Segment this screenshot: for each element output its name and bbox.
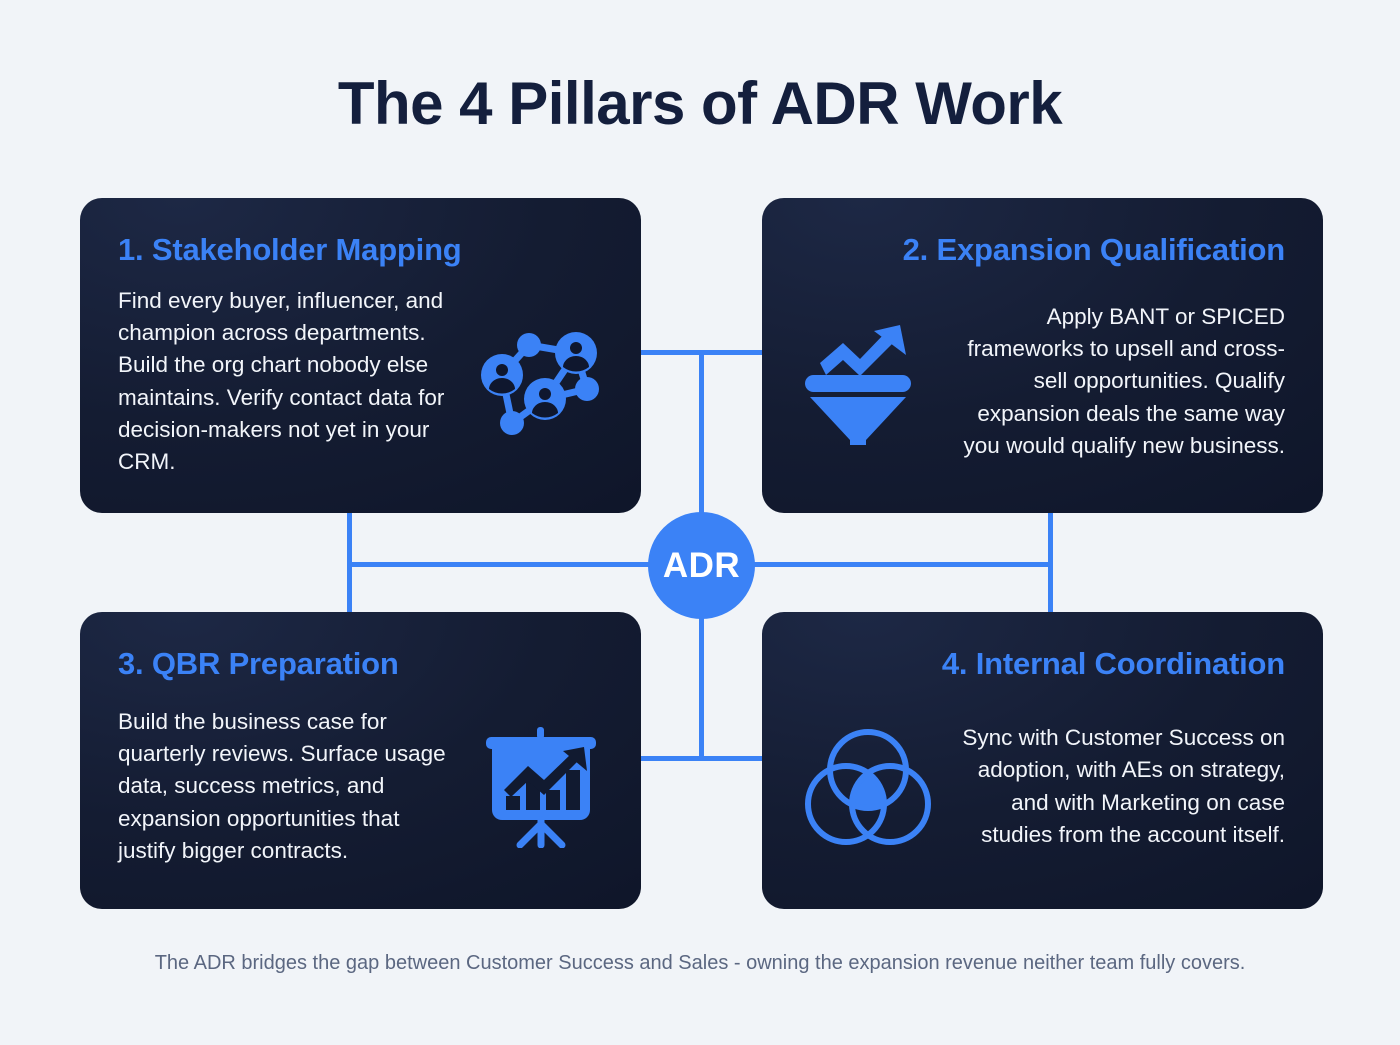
pillar-body: Apply BANT or SPICED frameworks to upsel… [800,284,1285,479]
connector-right-horizontal [745,562,1053,567]
connector-top-vertical [699,350,704,515]
center-hub: ADR [648,512,755,619]
pillar-card-internal-coordination[interactable]: 4. Internal Coordination [762,612,1323,909]
pillar-body: Sync with Customer Success on adoption, … [800,698,1285,875]
pillar-description: Apply BANT or SPICED frameworks to upsel… [963,304,1285,458]
center-hub-label: ADR [662,545,741,585]
funnel-growth-icon [792,319,924,445]
pillar-title: 2. Expansion Qualification [902,232,1286,267]
pillar-title: 4. Internal Coordination [941,646,1285,681]
pillar-title: 3. QBR Preparation [118,646,399,681]
connector-top-horizontal [640,350,764,355]
pillar-body: Build the business case for quarterly re… [118,698,603,875]
connector-left-horizontal [347,562,657,567]
pillar-card-qbr-preparation[interactable]: 3. QBR Preparation Build the business ca… [80,612,641,909]
pillar-description: Build the business case for quarterly re… [118,709,446,863]
pillar-card-expansion-qualification[interactable]: 2. Expansion Qualification Apply BANT or… [762,198,1323,513]
pillar-body: Find every buyer, influencer, and champi… [118,284,603,479]
pillar-title: 1. Stakeholder Mapping [118,232,462,267]
pillar-description: Find every buyer, influencer, and champi… [118,287,445,474]
presentation-chart-icon [475,726,607,848]
connector-bottom-vertical [699,614,704,761]
connector-left-vertical [347,512,352,618]
pillar-card-stakeholder-mapping[interactable]: 1. Stakeholder Mapping Find every buyer,… [80,198,641,513]
page-title: The 4 Pillars of ADR Work [337,70,1063,137]
connector-bottom-horizontal [640,756,764,761]
footer-note: The ADR bridges the gap between Customer… [154,952,1246,974]
connector-right-vertical [1048,512,1053,618]
venn-diagram-icon [802,726,934,848]
stakeholder-network-icon [477,323,609,441]
pillar-description: Sync with Customer Success on adoption, … [962,725,1285,847]
